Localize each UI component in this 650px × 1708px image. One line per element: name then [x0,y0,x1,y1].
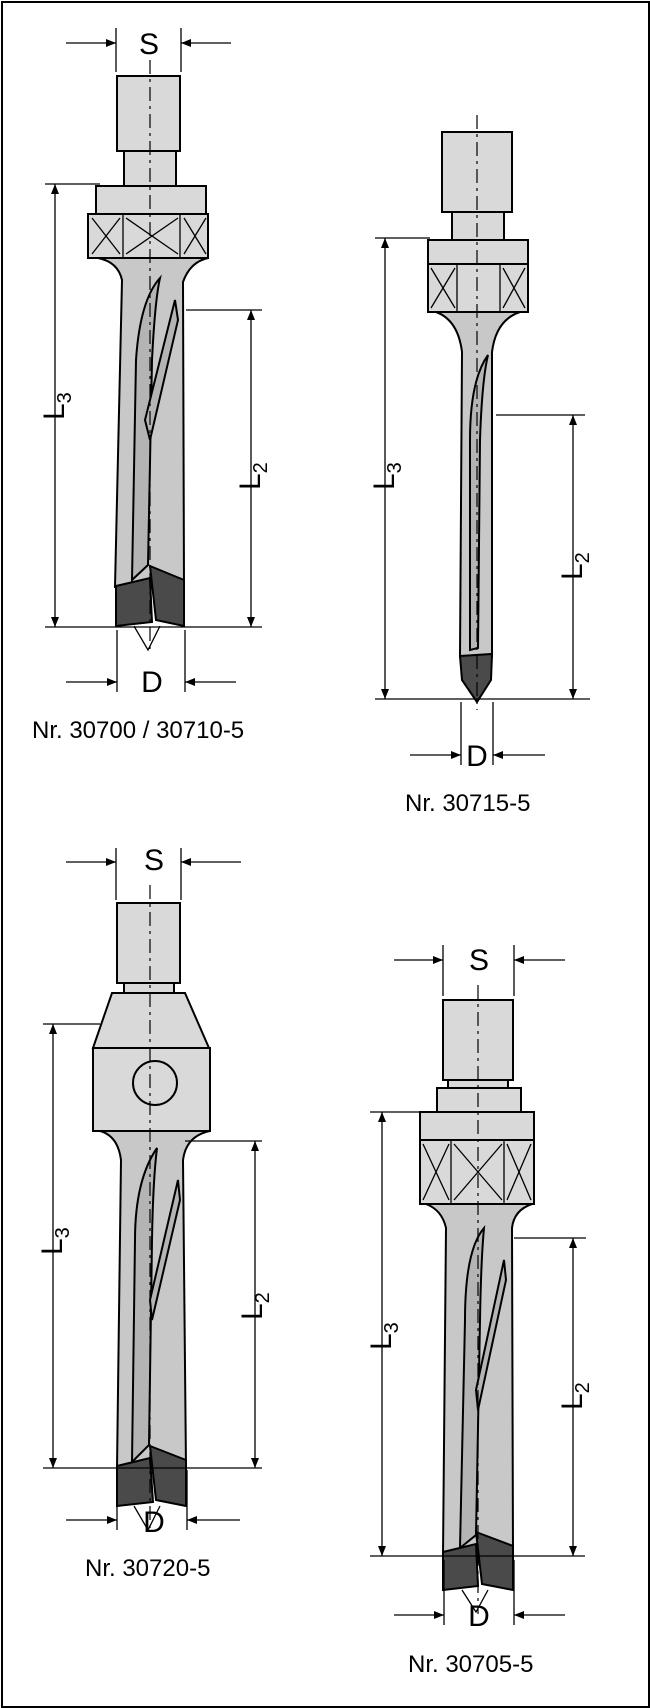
tool-30700-drawing [87,60,209,652]
caption-tool1: Nr. 30700 / 30710-5 [32,717,244,744]
dim-label-l3: L3 [365,1322,403,1350]
tool-30700-dimensions: S L3 L2 D [38,28,272,699]
dim-label-l3: L3 [368,462,406,490]
tool-30720-drawing [91,885,211,1532]
dim-label-d: D [141,666,163,699]
dim-label-l2: L2 [236,1292,274,1320]
tool-30715-dimensions: L3 L2 D [368,237,594,773]
tool-30720-dimensions: S L3 L2 D [36,844,274,1539]
dim-label-s: S [139,28,159,61]
tool-30705-drawing [419,985,535,1614]
caption-tool3: Nr. 30720-5 [85,1555,210,1582]
tool-30715-drawing [427,115,529,710]
dim-label-l3: L3 [36,1227,74,1255]
dim-label-d: D [143,1506,165,1539]
dim-label-l2: L2 [556,552,594,580]
tool-30705-dimensions: S L3 L2 D [365,944,594,1633]
dim-label-l3: L3 [38,392,76,420]
dim-label-l2: L2 [234,462,272,490]
caption-tool2: Nr. 30715-5 [405,790,530,817]
dim-label-d: D [468,1600,490,1633]
dim-label-s: S [469,944,489,977]
dim-label-d: D [466,740,488,773]
dim-label-s: S [144,844,164,877]
caption-tool4: Nr. 30705-5 [408,1651,533,1678]
dim-label-l2: L2 [556,1382,594,1410]
